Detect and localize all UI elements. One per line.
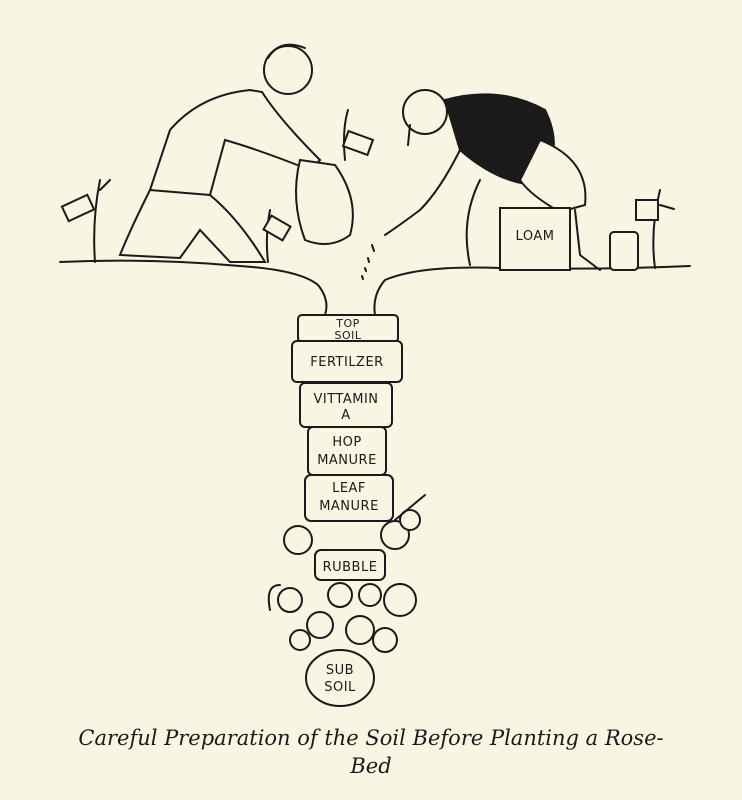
soil-layer-vitamin: VITTAMIN A	[299, 382, 393, 428]
soil-layer-top-soil: TOP SOIL	[297, 314, 399, 343]
layer-label: LEAF	[332, 481, 366, 496]
soil-layer-sub-soil: SUB SOIL	[305, 649, 375, 707]
caption: Careful Preparation of the Soil Before P…	[0, 724, 742, 780]
jar	[609, 231, 639, 271]
layer-label: MANURE	[317, 453, 377, 468]
layer-label: SUB	[326, 663, 354, 678]
gardener-man-figure: LOAM	[361, 89, 639, 280]
loam-box-label: LOAM	[516, 229, 555, 244]
layer-label: VITTAMIN	[313, 392, 378, 407]
soil-layer-fertilizer: FERTILZER	[291, 340, 403, 383]
soil-layer-hop-manure: HOP MANURE	[307, 426, 387, 476]
rose-seedlings	[60, 109, 675, 269]
loam-box	[499, 207, 571, 271]
layer-label: FERTILZER	[310, 355, 383, 370]
soil-layer-rubble: RUBBLE	[314, 549, 386, 581]
layer-label: RUBBLE	[323, 560, 378, 575]
layer-label: SOIL	[334, 329, 361, 342]
layer-label: SOIL	[324, 680, 356, 695]
ground-line	[59, 259, 691, 316]
layer-label: A	[341, 408, 350, 423]
layer-label: HOP	[332, 435, 361, 450]
rubble-stones	[267, 494, 426, 653]
soil-layer-leaf-manure: LEAF MANURE	[304, 474, 394, 522]
layer-label: TOP	[335, 317, 360, 330]
caption-line-1: Careful Preparation of the Soil Before P…	[78, 726, 664, 750]
kneeling-woman-figure	[118, 43, 354, 263]
caption-line-2: Bed	[350, 754, 392, 778]
layer-label: MANURE	[319, 499, 379, 514]
